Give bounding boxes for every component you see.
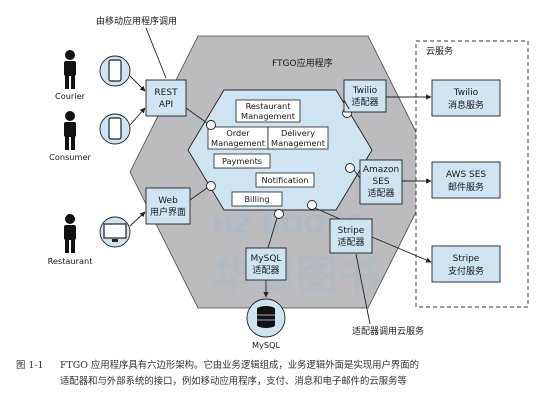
adapter-amazon-ses: Amazon SES 适配器 bbox=[359, 159, 403, 205]
module-delivery-management: Delivery Management bbox=[267, 126, 329, 150]
cloud-service-twilio: Twilio 消息服务 bbox=[431, 79, 501, 117]
database-icon bbox=[246, 298, 286, 338]
svg-text:适配器: 适配器 bbox=[252, 265, 279, 276]
module-restaurant-management: Restaurant Management bbox=[235, 99, 301, 123]
svg-text:适配器: 适配器 bbox=[351, 97, 378, 108]
svg-text:SES: SES bbox=[372, 177, 389, 187]
watermark-text-cn: 华章图书 bbox=[212, 251, 380, 300]
svg-text:Amazon: Amazon bbox=[363, 165, 399, 175]
adapter-rest-api: REST API bbox=[145, 79, 187, 117]
svg-text:MySQL: MySQL bbox=[251, 254, 282, 264]
caption-line-1: FTGO 应用程序具有六边形架构。它由业务逻辑组成，业务逻辑外面是实现用户界面的 bbox=[60, 360, 420, 371]
phone-icon bbox=[99, 113, 131, 145]
actor-label: Restaurant bbox=[48, 256, 94, 266]
actor-restaurant: Restaurant bbox=[48, 214, 94, 266]
svg-text:AWS SES: AWS SES bbox=[446, 170, 487, 180]
cloud-title: 云服务 bbox=[426, 45, 453, 57]
cloud-service-stripe: Stripe 支付服务 bbox=[431, 245, 501, 283]
module-notification: Notification bbox=[255, 172, 315, 188]
module-payments: Payments bbox=[213, 153, 271, 169]
svg-text:Management: Management bbox=[241, 111, 296, 121]
svg-text:Order: Order bbox=[226, 128, 250, 138]
svg-text:Restaurant: Restaurant bbox=[246, 101, 292, 111]
adapter-stripe: Stripe 适配器 bbox=[329, 218, 373, 254]
svg-text:REST: REST bbox=[154, 88, 178, 98]
port-circle bbox=[206, 120, 216, 130]
svg-text:消息服务: 消息服务 bbox=[448, 99, 484, 111]
figure-caption: 图 1-1 FTGO 应用程序具有六边形架构。它由业务逻辑组成，业务逻辑外面是实现… bbox=[16, 358, 536, 390]
module-billing: Billing bbox=[231, 191, 283, 207]
svg-text:Management: Management bbox=[271, 138, 326, 148]
actor-label: Consumer bbox=[49, 152, 91, 162]
svg-text:支付服务: 支付服务 bbox=[448, 265, 484, 277]
svg-text:Notification: Notification bbox=[262, 175, 309, 185]
port-circle bbox=[206, 181, 216, 191]
svg-text:Twilio: Twilio bbox=[453, 88, 479, 98]
module-order-management: Order Management bbox=[207, 126, 269, 150]
actor-label: Courier bbox=[55, 91, 86, 101]
business-logic-hexagon bbox=[187, 89, 373, 211]
svg-text:Stripe: Stripe bbox=[338, 226, 365, 236]
port-circle bbox=[307, 200, 317, 210]
cloud-service-ses: AWS SES 邮件服务 bbox=[431, 161, 501, 199]
adapter-mysql: MySQL 适配器 bbox=[245, 247, 287, 281]
svg-text:Twilio: Twilio bbox=[352, 86, 378, 96]
svg-text:适配器: 适配器 bbox=[337, 237, 364, 248]
app-label: FTGO应用程序 bbox=[272, 57, 333, 69]
svg-text:API: API bbox=[159, 100, 173, 110]
svg-text:适配器: 适配器 bbox=[367, 188, 394, 199]
architecture-diagram: FTGO应用程序 HZ BOOKS 华章图书 Restaurant Manage… bbox=[48, 15, 529, 350]
actor-consumer: Consumer bbox=[49, 111, 92, 162]
adapter-twilio: Twilio 适配器 bbox=[343, 79, 387, 113]
svg-text:Stripe: Stripe bbox=[453, 254, 480, 264]
svg-text:用户界面: 用户界面 bbox=[150, 206, 186, 218]
svg-text:Management: Management bbox=[211, 138, 266, 148]
mobile-annotation: 由移动应用程序调用 bbox=[96, 15, 177, 27]
svg-text:Billing: Billing bbox=[244, 194, 269, 204]
svg-text:Payments: Payments bbox=[222, 156, 262, 166]
svg-text:邮件服务: 邮件服务 bbox=[448, 181, 484, 193]
phone-icon bbox=[99, 55, 131, 87]
database-label: MySQL bbox=[252, 340, 281, 350]
caption-number: 图 1-1 bbox=[16, 360, 44, 371]
caption-line-2: 适配器和与外部系统的接口，例如移动应用程序，支付、消息和电子邮件的云服务等 bbox=[60, 376, 407, 387]
svg-text:Delivery: Delivery bbox=[281, 128, 315, 138]
port-circle bbox=[274, 209, 284, 219]
monitor-icon bbox=[99, 216, 131, 248]
svg-text:Web: Web bbox=[158, 196, 178, 206]
actor-courier: Courier bbox=[55, 50, 86, 101]
adapter-annotation: 适配器调用云服务 bbox=[352, 325, 424, 337]
adapter-web-ui: Web 用户界面 bbox=[145, 187, 191, 225]
port-circle bbox=[345, 163, 355, 173]
